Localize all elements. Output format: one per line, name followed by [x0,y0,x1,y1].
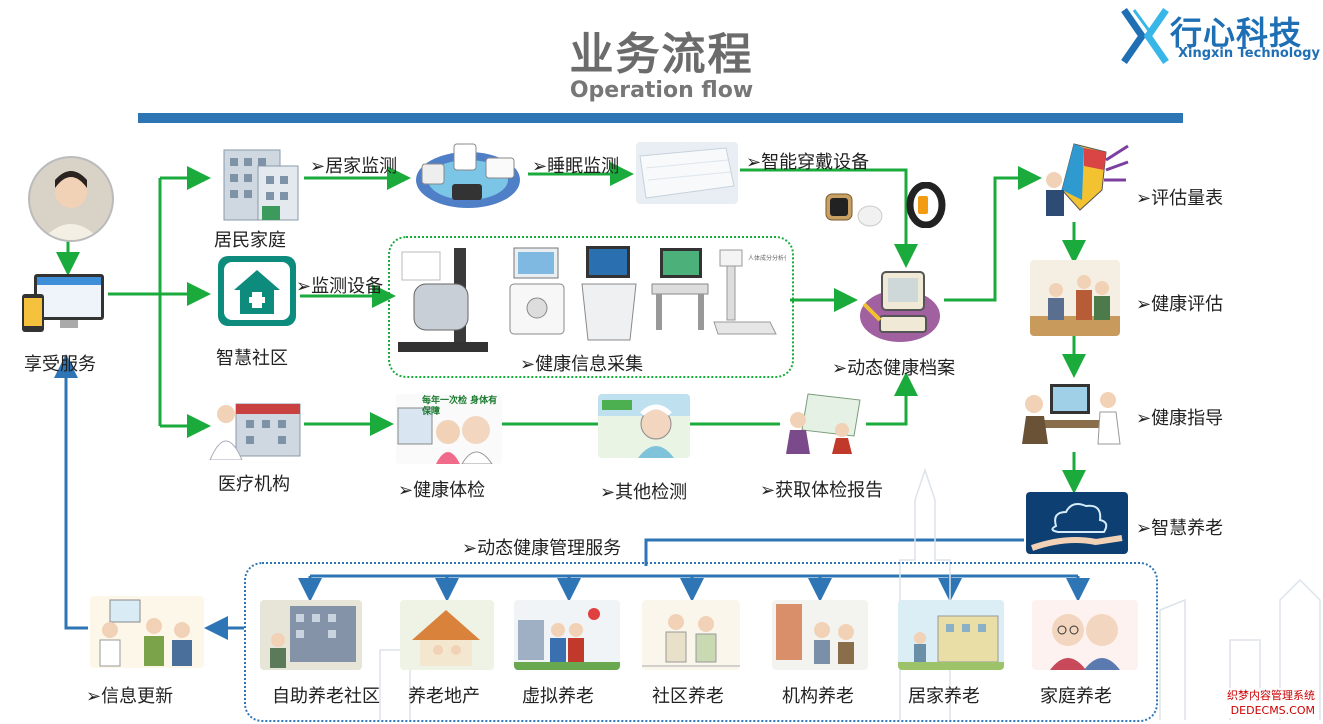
health-collect-group [388,236,794,378]
service-label-1: 自助养老社区 [272,686,380,707]
title-divider-bar [138,113,1183,123]
logo-name-en: Xingxin Technology [1178,46,1320,61]
hospital-doctor-icon [206,398,302,460]
home-monitor-devices-icon [412,136,524,212]
medical-cart-icon [504,244,570,344]
source-community-label: 智慧社区 [216,348,288,369]
logo-name: 行心科技 [1170,14,1303,52]
wearable-label: ➢智能穿戴设备 [746,152,870,173]
health-guide-icon [1020,374,1124,454]
service-card-1 [260,600,362,670]
health-eval-label: ➢健康评估 [1136,294,1224,315]
page-subtitle: Operation flow [569,78,754,103]
service-card-2 [400,600,494,670]
smart-community-icon [218,256,296,326]
source-medical-label: 医疗机构 [218,474,290,495]
assessment-shield-icon [1040,140,1130,222]
source-home-label: 居民家庭 [214,230,286,251]
smart-watch-icon [822,180,886,232]
family-elderly-icon [1050,614,1120,670]
svg-text:人体成分分析仪: 人体成分分析仪 [748,254,786,262]
service-label-3: 虚拟养老 [522,686,594,707]
report-receive-icon [780,390,866,454]
home-monitor-label: ➢居家监测 [310,156,398,177]
page-title: 业务流程 [569,29,754,80]
dedecms-watermark: 织梦内容管理系统 DEDECMS.COM [1227,688,1315,718]
watermark-line-1: 织梦内容管理系统 [1227,688,1315,703]
services-group [244,562,1158,722]
cloud-hand-icon [1026,492,1128,554]
self-help-community-icon [270,606,356,668]
health-collect-label: ➢健康信息采集 [520,354,644,375]
service-label-2: 养老地产 [408,686,480,707]
mgmt-service-label: ➢动态健康管理服务 [462,538,622,559]
computer-record-icon [858,264,942,346]
virtual-elderly-icon [514,608,620,670]
dynamic-record-label: ➢动态健康档案 [832,358,956,379]
other-tests-cartoon-icon [598,394,690,458]
sleep-mattress-icon [636,142,738,204]
service-label-6: 居家养老 [908,686,980,707]
person-icon [42,171,100,240]
other-tests-label: ➢其他检测 [600,482,688,503]
health-guide-label: ➢健康指导 [1136,408,1224,429]
home-elderly-icon [898,615,1004,670]
service-card-7 [1032,600,1138,670]
assessment-scale-label: ➢评估量表 [1136,188,1224,209]
service-label-5: 机构养老 [782,686,854,707]
service-card-3 [514,600,620,670]
monitor-devices-label: ➢监测设备 [296,276,384,297]
watermark-line-2: DEDECMS.COM [1227,703,1315,718]
body-scanner-icon [394,244,500,358]
service-card-5 [772,600,868,670]
service-label-4: 社区养老 [652,686,724,707]
xingxin-logo-icon [1121,8,1169,64]
info-update-icon [90,596,204,668]
ultrasound-machine-icon [574,244,644,344]
use-service-label: 享受服务 [24,354,96,375]
residential-building-icon [218,140,302,222]
service-card-6 [898,600,1004,670]
community-elderly-icon [642,614,740,667]
get-report-label: ➢获取体检报告 [760,480,884,501]
elderly-estate-icon [412,610,480,666]
institution-elderly-icon [776,604,854,664]
fitness-band-icon [904,182,948,228]
health-eval-icon [1030,260,1120,336]
checkup-cartoon-icon: 每年一次检 身体有保障 [396,394,502,464]
checkup-sign-text: 每年一次检 身体有保障 [422,396,498,417]
company-logo: 行心科技 Xingxin Technology [1120,6,1320,66]
body-composition-scale-icon: 人体成分分析仪 [712,246,786,338]
checkup-label: ➢健康体检 [398,480,486,501]
analysis-workstation-icon [646,244,714,334]
user-avatar [28,156,114,242]
service-card-4 [642,600,740,670]
smart-elderly-label: ➢智慧养老 [1136,518,1224,539]
sleep-monitor-label: ➢睡眠监测 [532,156,620,177]
service-label-7: 家庭养老 [1040,686,1112,707]
multi-device-icon [20,272,108,336]
info-update-label: ➢信息更新 [86,686,174,707]
